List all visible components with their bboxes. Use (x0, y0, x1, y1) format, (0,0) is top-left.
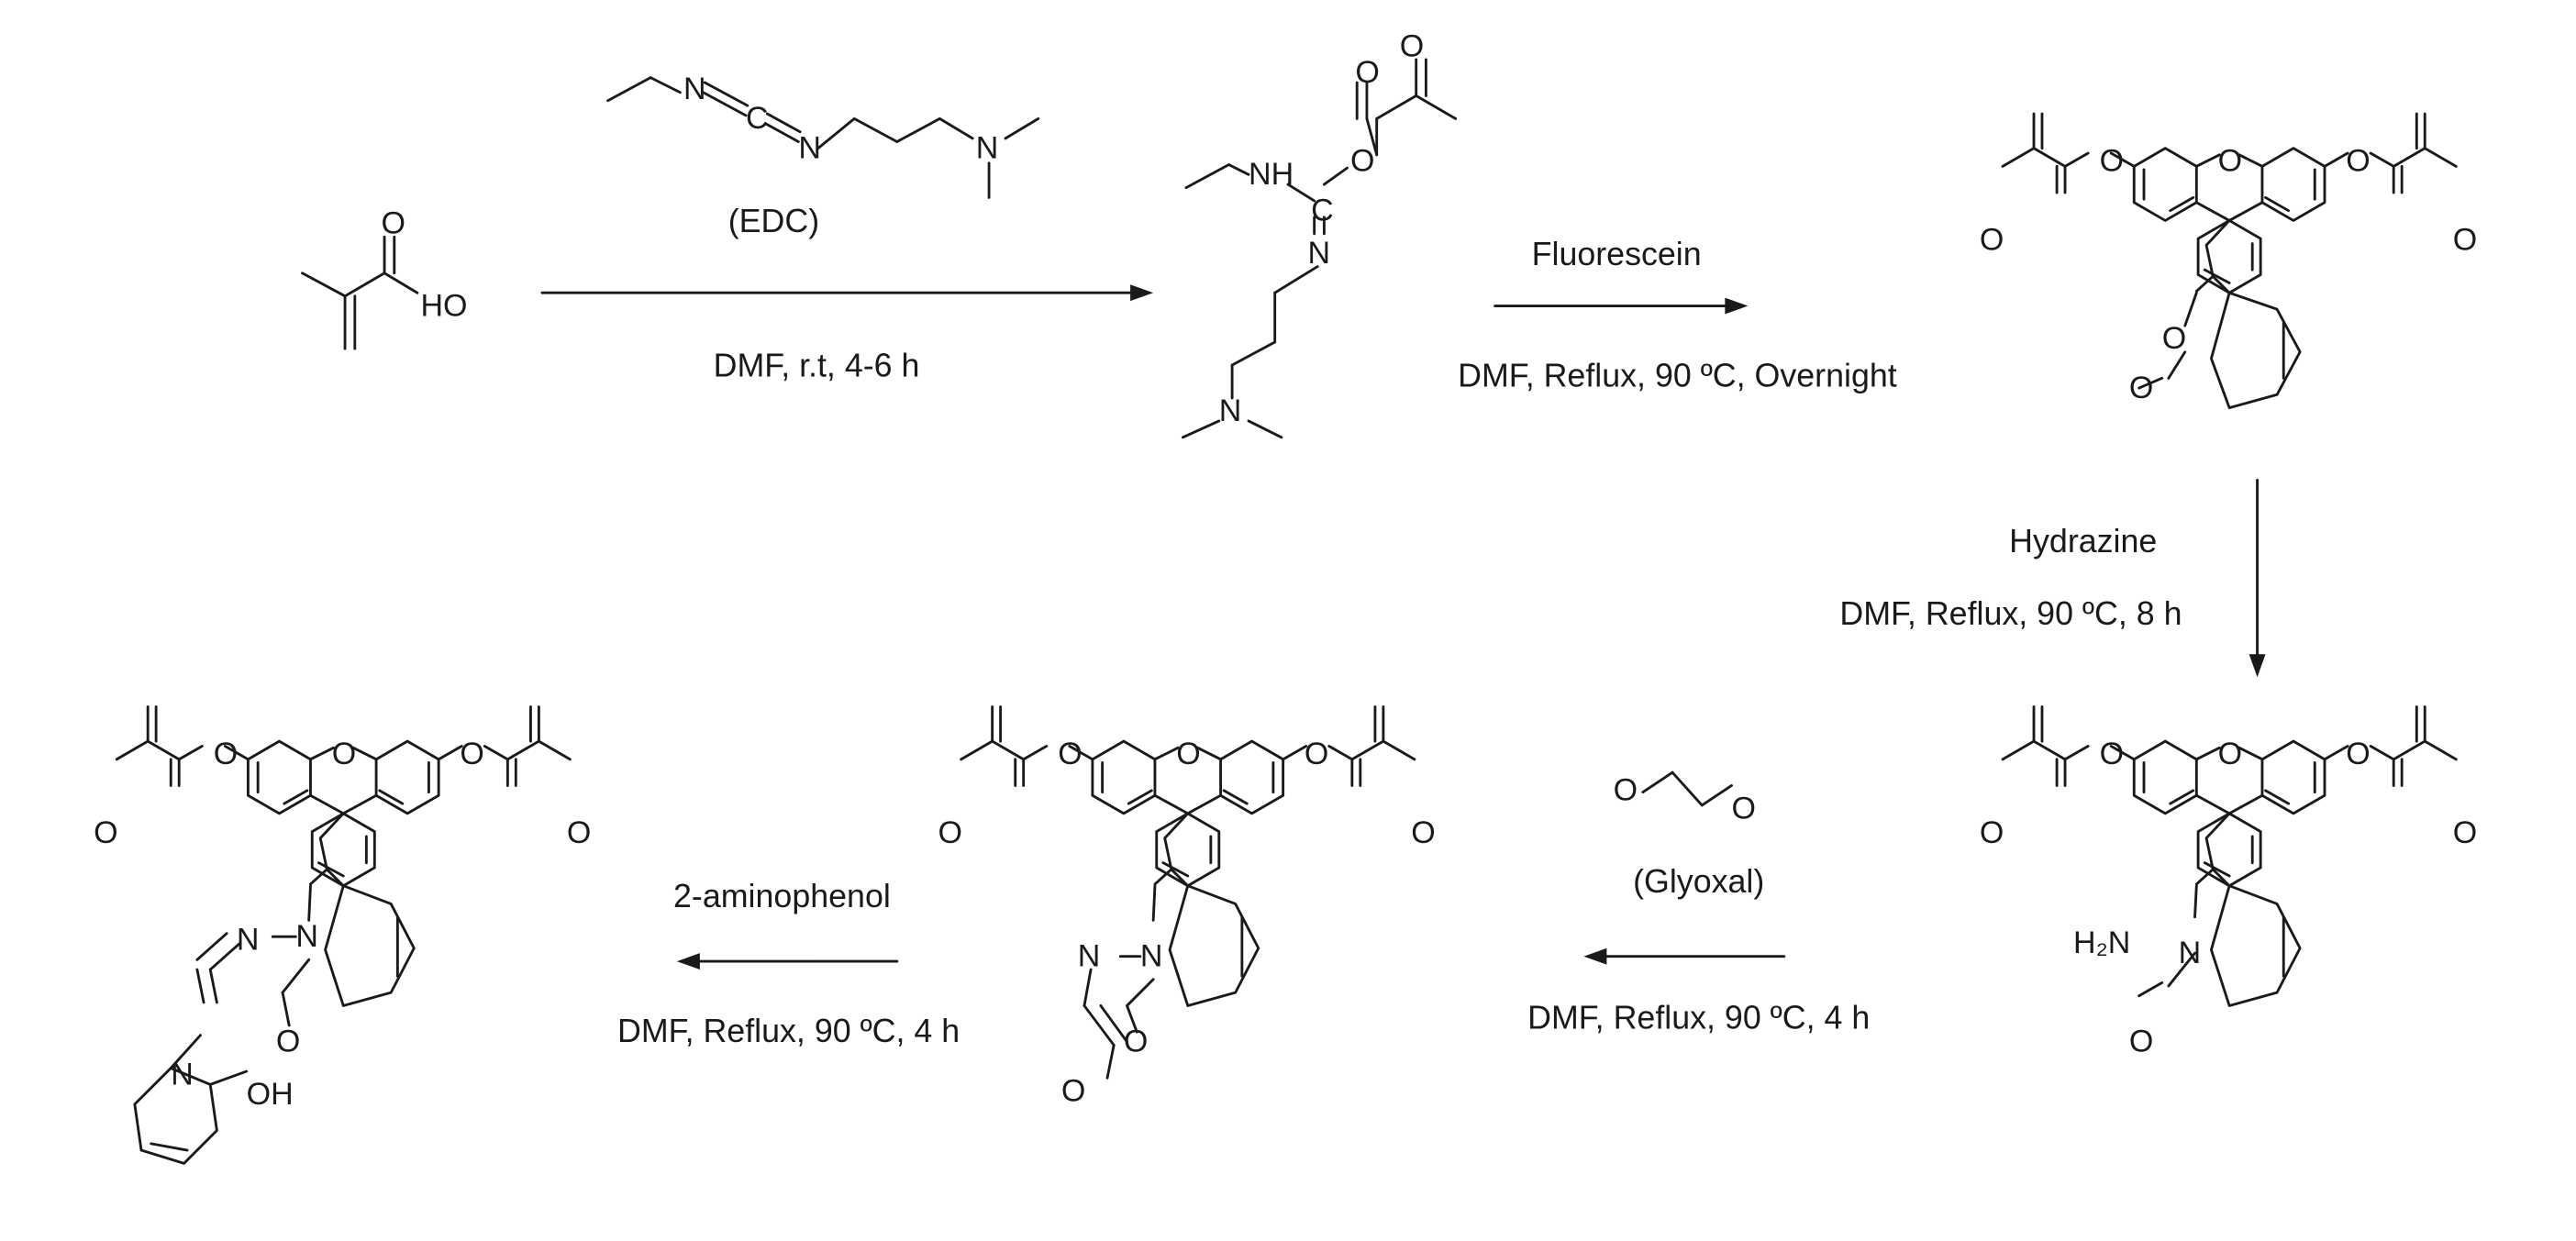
atom-label-n: N (2179, 936, 2202, 970)
atom-label-n: N (1140, 938, 1163, 973)
atom-label-o: O (938, 815, 962, 850)
atom-label-n: N (798, 130, 821, 165)
atom-label-n: N (237, 923, 260, 958)
atom-label-o: O (332, 737, 356, 771)
arrow-step2: Fluorescein DMF, Reflux, 90 ºC, Overnigh… (1458, 236, 1897, 394)
atom-label-o: O (2100, 737, 2124, 771)
fluorescein-hydrazide: O O O O O H₂N N O (1980, 705, 2477, 1059)
atom-label-o: O (1980, 815, 2004, 850)
atom-label-o: O (381, 206, 405, 241)
atom-label-o: O (1124, 1025, 1148, 1059)
atom-label-n: N (295, 919, 318, 954)
atom-label-o: O (2218, 144, 2242, 179)
atom-label-o: O (214, 737, 238, 771)
atom-label-o: O (460, 737, 483, 771)
atom-label-o: O (2162, 321, 2186, 356)
atom-label-n: N (976, 130, 999, 165)
atom-label-o: O (1176, 737, 1200, 771)
atom-label-o: O (1061, 1073, 1085, 1108)
atom-label-h2n: H₂N (2073, 925, 2130, 960)
glyoxal-label: (Glyoxal) (1633, 863, 1764, 900)
arrow-step1: DMF, r.t, 4-6 h (540, 284, 1154, 384)
atom-label-c: C (746, 101, 769, 136)
atom-label-ho: HO (420, 288, 467, 323)
atom-label-o: O (1400, 28, 1424, 63)
atom-label-o: O (2346, 144, 2370, 179)
atom-label-oh: OH (247, 1077, 294, 1112)
arrow-step4: O O (Glyoxal) DMF, Reflux, 90 ºC, 4 h (1527, 770, 1870, 1036)
hydrazine-label: Hydrazine (2009, 523, 2157, 560)
atom-label-o: O (276, 1025, 300, 1059)
step5-conditions: DMF, Reflux, 90 ºC, 4 h (617, 1013, 960, 1049)
atom-label-c: C (1311, 193, 1334, 227)
atom-label-o: O (567, 815, 591, 850)
fluorescein-dimethacrylate: O O O O O O O (1980, 112, 2477, 410)
atom-label-o: O (1305, 737, 1328, 771)
atom-label-o: O (1980, 223, 2004, 258)
atom-label-n: N (683, 72, 706, 106)
atom-label-n: N (1219, 393, 1242, 428)
fluorescein-label: Fluorescein (1532, 236, 1702, 272)
atom-label-o: O (2100, 144, 2124, 179)
atom-label-n: N (171, 1057, 194, 1091)
atom-label-o: O (1355, 55, 1379, 90)
atom-label-o: O (94, 815, 117, 850)
arrow-step3: Hydrazine DMF, Reflux, 90 ºC, 8 h (1839, 478, 2266, 678)
arrow-step5: 2-aminophenol DMF, Reflux, 90 ºC, 4 h (617, 878, 960, 1049)
atom-label-nh: NH (1249, 157, 1294, 192)
atom-label-o: O (1350, 144, 1374, 179)
methacrylic-acid: O HO (301, 206, 467, 350)
edc-label: (EDC) (728, 203, 819, 239)
atom-label-o: O (2453, 815, 2477, 850)
step2-conditions: DMF, Reflux, 90 ºC, Overnight (1458, 357, 1897, 393)
aminophenol-label: 2-aminophenol (673, 878, 891, 914)
atom-label-o: O (2346, 737, 2370, 771)
step3-conditions: DMF, Reflux, 90 ºC, 8 h (1839, 595, 2182, 632)
atom-label-o: O (1732, 791, 1756, 825)
step1-conditions: DMF, r.t, 4-6 h (714, 348, 920, 384)
atom-label-o: O (1058, 737, 1082, 771)
step4-conditions: DMF, Reflux, 90 ºC, 4 h (1527, 1000, 1870, 1036)
atom-label-o: O (2129, 1025, 2153, 1059)
atom-label-o: O (1614, 773, 1638, 808)
atom-label-n: N (1078, 938, 1101, 973)
atom-label-o: O (1411, 815, 1435, 850)
final-probe: O O O O O N N O N OH (94, 705, 591, 1165)
glyoxal-hydrazone-intermediate: O O O O O N N O O (938, 705, 1436, 1108)
atom-label-n: N (1307, 236, 1330, 271)
atom-label-o: O (2218, 737, 2242, 771)
edc-structure: N C N N (EDC) (606, 72, 1040, 239)
atom-label-o: O (2129, 371, 2153, 405)
atom-label-o: O (2453, 223, 2477, 258)
o-acylisourea-intermediate: NH C O O O N N (1181, 28, 1458, 439)
